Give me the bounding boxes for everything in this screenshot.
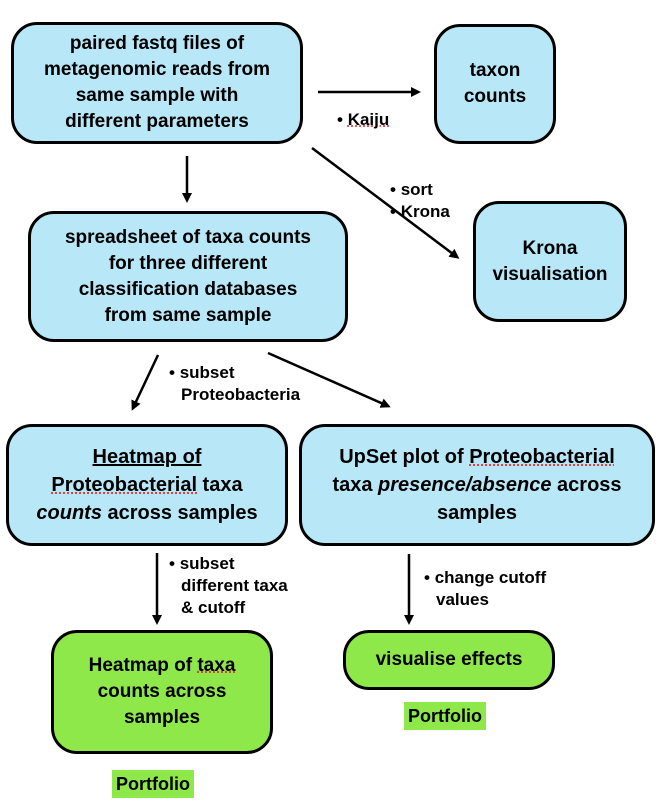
arrow-fastq-to-krona xyxy=(311,147,460,259)
node-heatmap-proteobacteria: Heatmap of Proteobacterial taxa counts a… xyxy=(6,424,288,546)
label-sort-krona: • sort • Krona xyxy=(390,180,450,221)
node-fastq: paired fastq files of metagenomic reads … xyxy=(11,22,303,144)
portfolio-tag-left: Portfolio xyxy=(112,770,194,798)
node-heatmap-taxa: Heatmap of taxa counts across samples xyxy=(51,630,273,754)
label-subset-taxa: • subset different taxa & cutoff xyxy=(169,554,288,617)
node-spreadsheet: spreadsheet of taxa counts for three dif… xyxy=(28,211,348,342)
node-upset: UpSet plot of Proteobacterial taxa prese… xyxy=(299,424,655,546)
label-change-cutoff: • change cutoff values xyxy=(424,568,547,609)
portfolio-tag-right: Portfolio xyxy=(404,702,486,730)
node-visualise-effects: visualise effects xyxy=(343,630,555,690)
arrow-spreadsheet-to-upset xyxy=(267,351,391,408)
label-kaiju: • Kaiju xyxy=(337,110,390,129)
node-taxon-counts: taxon counts xyxy=(434,24,556,144)
arrow-spreadsheet-to-heatmap xyxy=(131,354,160,411)
label-subset-proteobacteria: • subset Proteobacteria xyxy=(169,363,301,404)
node-krona: Krona visualisation xyxy=(473,201,627,322)
